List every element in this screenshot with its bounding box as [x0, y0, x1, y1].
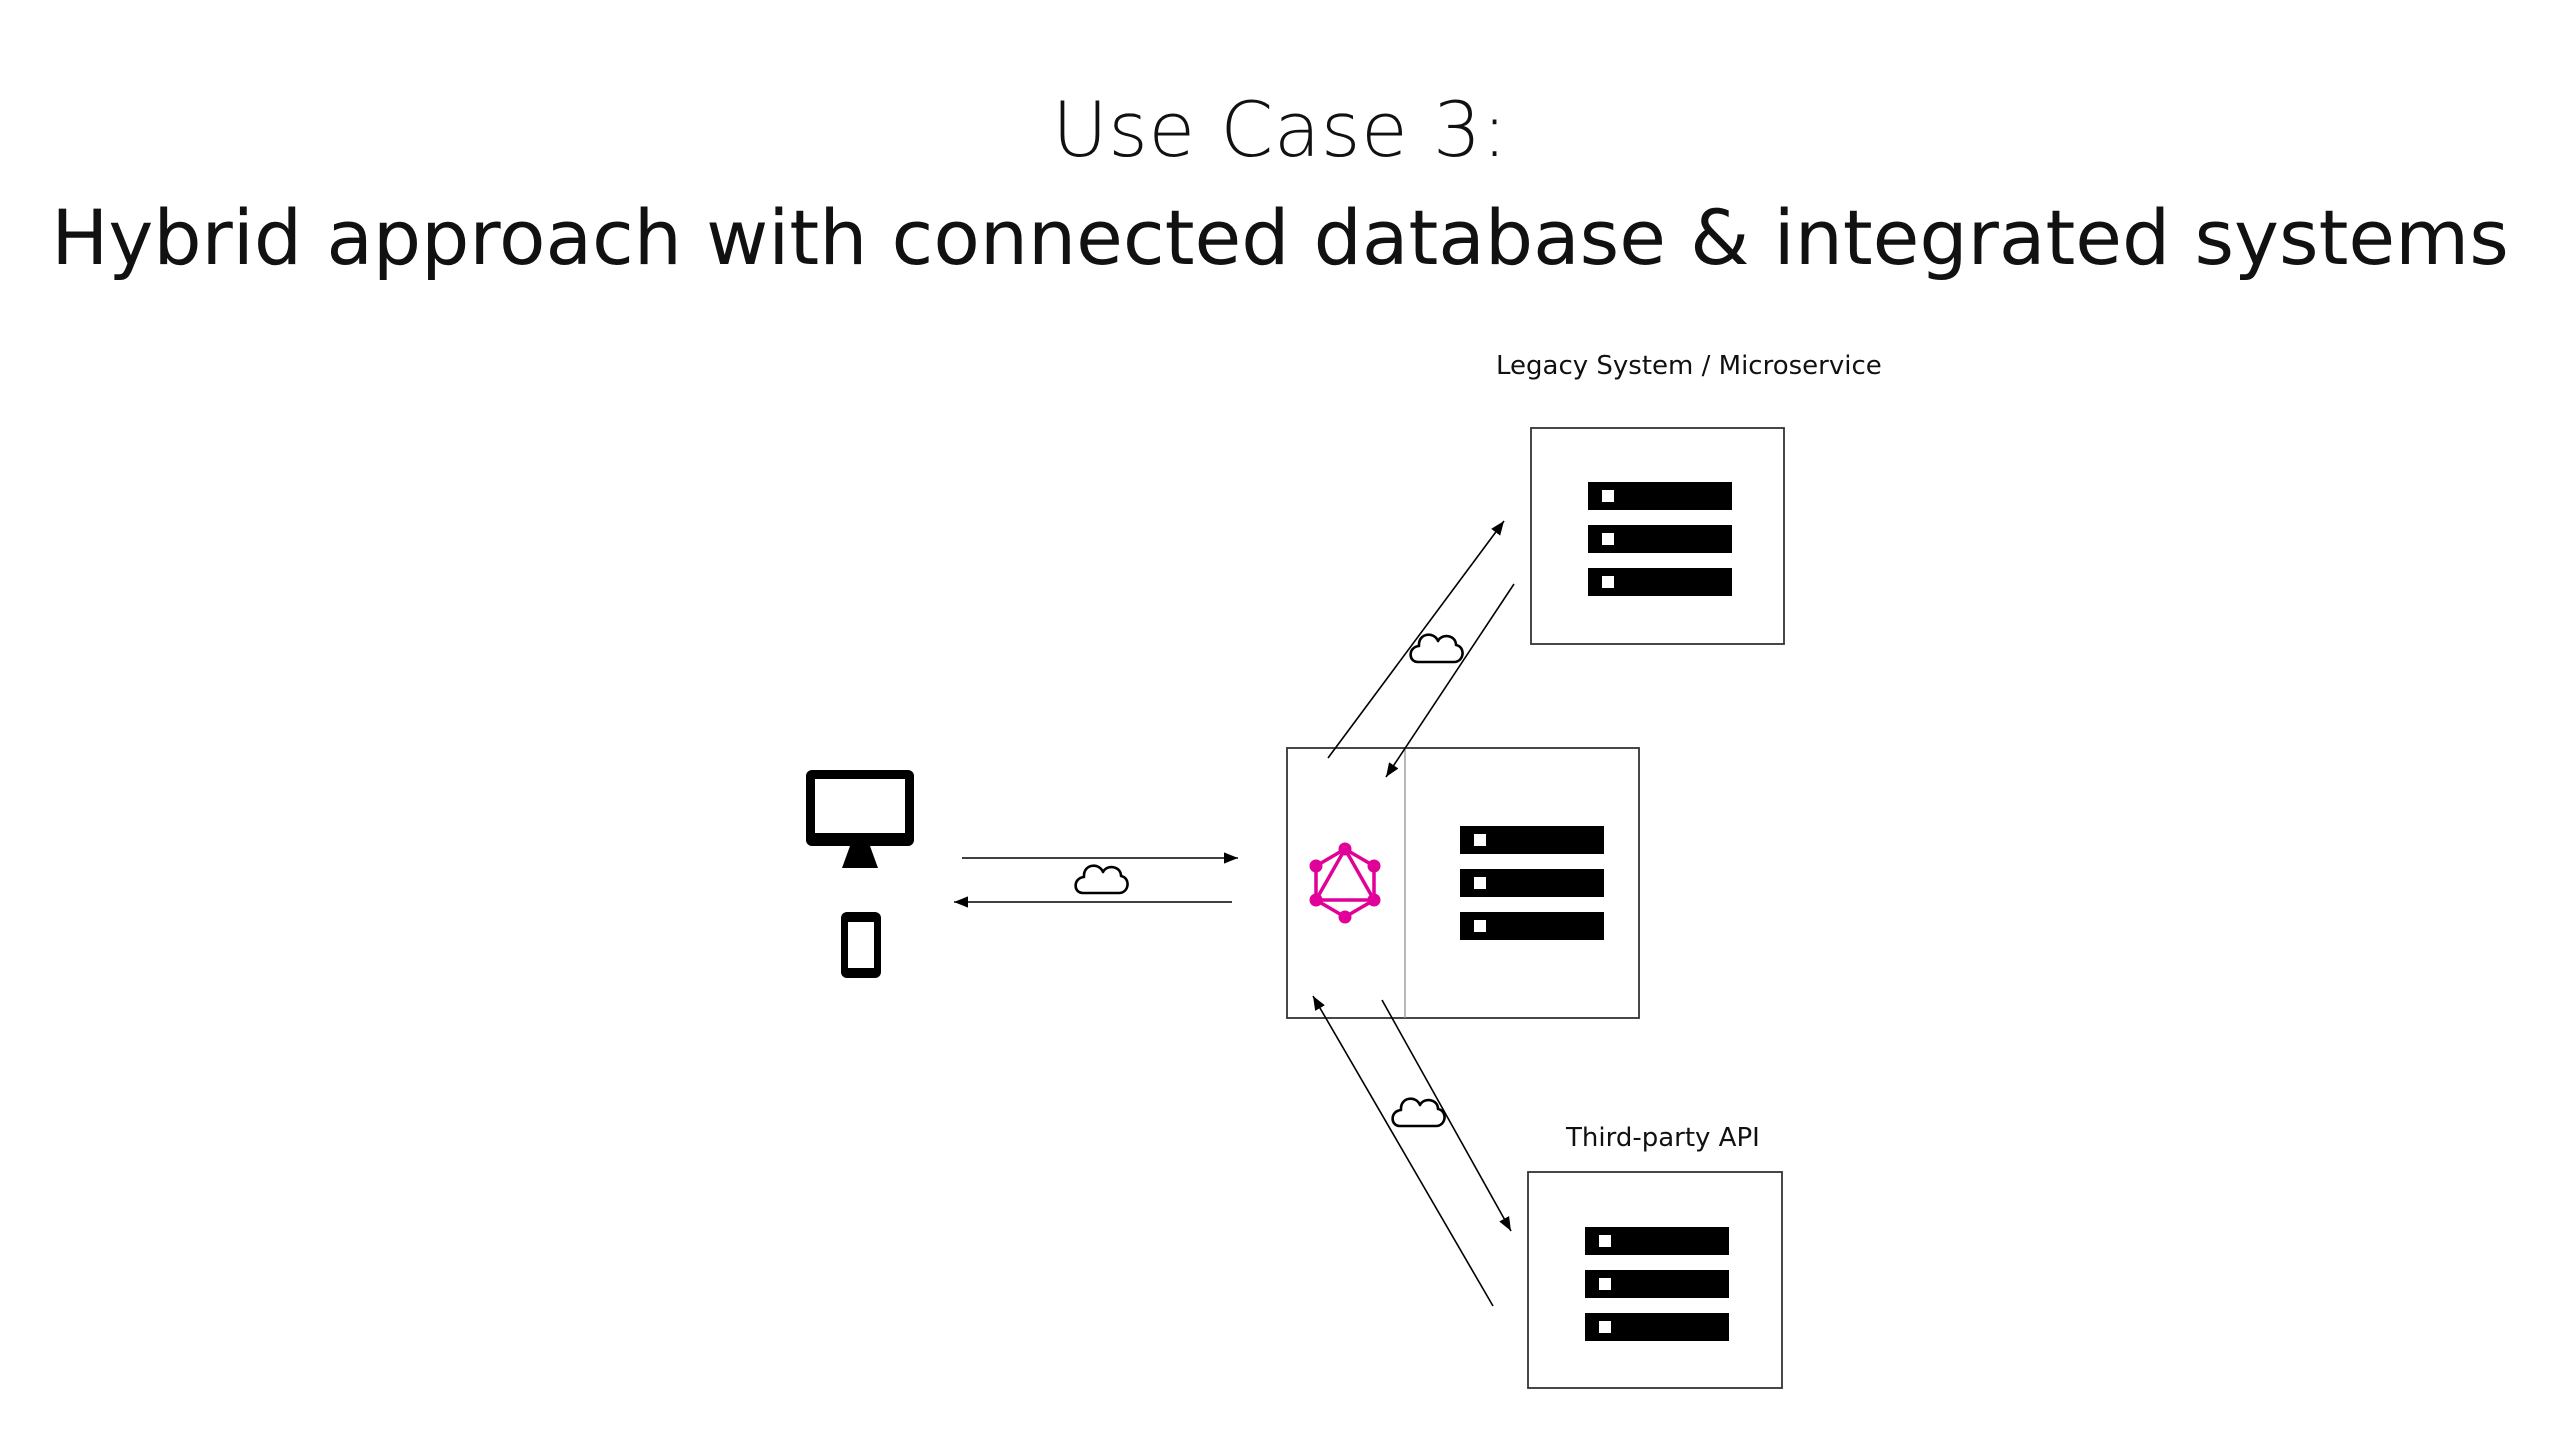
graphql-icon	[1309, 842, 1381, 924]
mobile-phone-icon	[841, 912, 881, 978]
server-stack-icon	[1588, 482, 1732, 596]
legacy-request-arrow	[1327, 520, 1505, 759]
legacy-response-arrow	[1385, 583, 1515, 778]
server-stack-icon	[1460, 826, 1604, 940]
third-party-response-arrow	[1312, 995, 1494, 1307]
title-line-2: Hybrid approach with connected database …	[51, 193, 2509, 282]
cloud-icon	[1409, 633, 1464, 664]
cloud-icon	[1391, 1097, 1446, 1128]
cloud-icon	[1074, 864, 1129, 895]
monitor-icon	[806, 770, 914, 868]
server-stack-icon	[1585, 1227, 1729, 1341]
legacy-system-label: Legacy System / Microservice	[1496, 351, 1882, 381]
title-line-1: Use Case 3:	[1052, 85, 1508, 174]
third-party-request-arrow	[1381, 999, 1512, 1232]
third-party-api-label: Third-party API	[1566, 1123, 1760, 1153]
